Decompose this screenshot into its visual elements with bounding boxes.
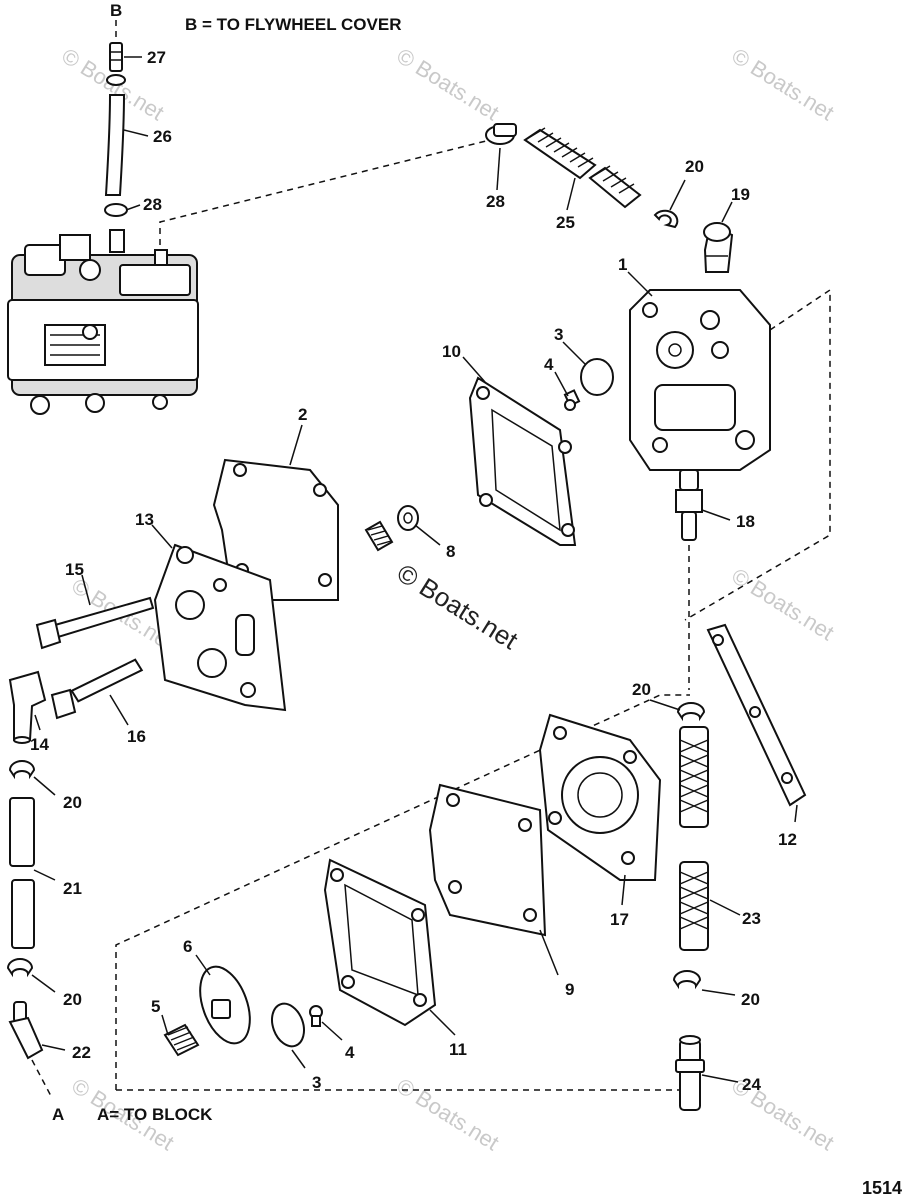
part-14-elbow [8, 670, 47, 744]
callout-12: 12 [778, 830, 797, 849]
callout-6: 6 [183, 937, 192, 956]
part-2-diaphragm [212, 458, 339, 601]
carburetor-assembly [7, 229, 199, 415]
part-1-pump-body [629, 289, 771, 471]
callout-10: 10 [442, 342, 461, 361]
watermark-center: © Boats.net [392, 558, 524, 656]
leader-pump-box-right [684, 288, 831, 621]
callout-21: 21 [63, 879, 82, 898]
callout-17: 17 [610, 910, 629, 929]
part-20-clamp-right-bottom [672, 970, 702, 990]
part-20-clamp-left-top [8, 760, 36, 780]
part-4-screw-bottom [309, 1005, 323, 1027]
callout-4-top: 4 [544, 355, 554, 374]
callout-9: 9 [565, 980, 574, 999]
part-28-clip-lower [104, 203, 128, 217]
leader-carb-to-clamp [159, 139, 491, 245]
part-11-gasket [323, 858, 437, 1027]
callout-20-top: 20 [685, 157, 704, 176]
watermark-5: © Boats.net [727, 563, 838, 645]
leader-a [31, 1059, 53, 1099]
callout-labels: 27 26 28 28 25 20 19 1 3 4 10 2 8 18 13 … [30, 48, 797, 1094]
part-22-elbow [8, 1001, 44, 1060]
part-18-fitting [675, 469, 703, 541]
part-28-clip-top [106, 74, 126, 86]
callout-28-right: 28 [486, 192, 505, 211]
callout-20-left-top: 20 [63, 793, 82, 812]
callout-13: 13 [135, 510, 154, 529]
leader-lower-box [115, 694, 690, 1090]
callout-11: 11 [449, 1040, 467, 1059]
part-21-hose-lower [11, 879, 35, 949]
part-25-hose-spring [523, 127, 642, 209]
part-21-hose-upper [9, 797, 35, 867]
part-4-screw-top [563, 389, 581, 411]
part-28-clamp-top-right [485, 123, 517, 145]
callout-26: 26 [153, 127, 172, 146]
part-9-diaphragm [428, 783, 547, 937]
part-8-spring-cap [364, 505, 419, 552]
part-24-tube [675, 1035, 705, 1111]
note-a-letter: A [52, 1105, 64, 1124]
part-20-clamp-top [653, 209, 679, 229]
callout-5: 5 [151, 997, 160, 1016]
note-b-flywheel: B = TO FLYWHEEL COVER [185, 15, 401, 34]
page-number: 1514 [862, 1178, 902, 1198]
callout-3-bottom: 3 [312, 1073, 321, 1092]
callout-25: 25 [556, 213, 575, 232]
watermark-7: © Boats.net [392, 1073, 503, 1155]
callout-16: 16 [127, 727, 146, 746]
callout-14: 14 [30, 735, 49, 754]
part-13-pump-cover [153, 543, 287, 712]
part-17-lower-body [538, 713, 662, 881]
callout-27: 27 [147, 48, 166, 67]
callout-19: 19 [731, 185, 750, 204]
note-b-letter: B [110, 1, 122, 20]
callout-1: 1 [618, 255, 627, 274]
callout-24: 24 [742, 1075, 761, 1094]
callout-3-top: 3 [554, 325, 563, 344]
callout-15: 15 [65, 560, 84, 579]
callout-18: 18 [736, 512, 755, 531]
part-19-elbow [703, 222, 734, 273]
callout-8: 8 [446, 542, 455, 561]
part-5-spring [163, 1023, 200, 1057]
watermark-3: © Boats.net [727, 43, 838, 125]
callout-4-bottom: 4 [345, 1043, 355, 1062]
part-15-bolt [35, 596, 155, 650]
callout-leaders [31, 56, 798, 1083]
callout-28-left: 28 [143, 195, 162, 214]
callout-20-right-bottom: 20 [741, 990, 760, 1009]
callout-22: 22 [72, 1043, 91, 1062]
part-3-valve-disc-top [580, 358, 614, 396]
callout-2: 2 [298, 405, 307, 424]
note-a-block: A= TO BLOCK [97, 1105, 213, 1124]
part-23-hose-lower [679, 861, 709, 951]
callout-20-left-bottom: 20 [63, 990, 82, 1009]
part-27-fitting [109, 42, 123, 72]
part-6-plate [199, 965, 251, 1045]
callout-23: 23 [742, 909, 761, 928]
part-20-clamp-left-bottom [6, 958, 34, 978]
part-16-bolt [50, 658, 144, 720]
part-3-valve-disc-bottom [271, 1002, 305, 1048]
part-12-link [706, 623, 807, 807]
part-10-gasket [468, 376, 577, 546]
watermark-2: © Boats.net [392, 43, 503, 125]
part-26-hose [104, 94, 126, 196]
part-20-clamp-right-top [676, 702, 706, 722]
part-23-hose-upper [679, 726, 709, 828]
callout-20-right-top: 20 [632, 680, 651, 699]
